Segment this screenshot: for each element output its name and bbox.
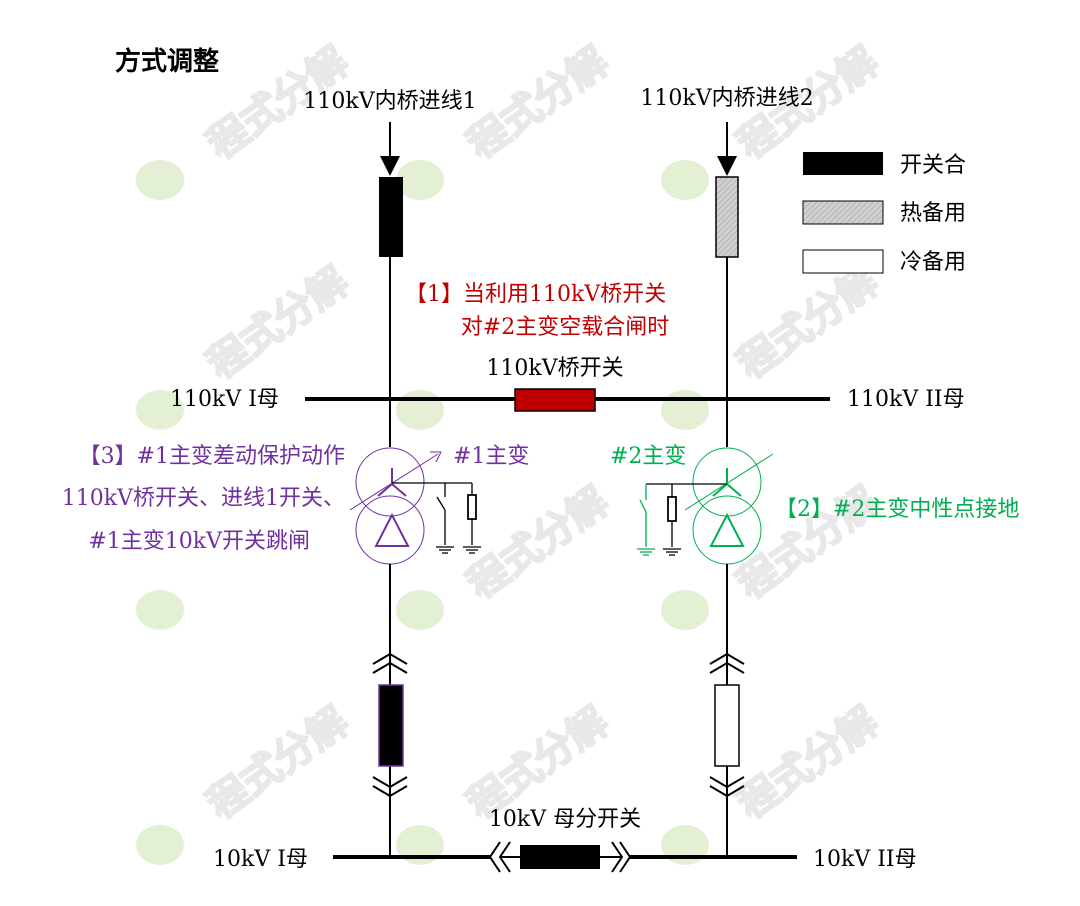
feeder-2-breaker[interactable] [715, 176, 739, 258]
hv-bus-1-label: 110kV I母 [170, 387, 279, 412]
note-1-line-1: 【1】当利用110kV桥开关 [405, 282, 666, 307]
legend: 开关合 热备用 冷备用 [802, 152, 966, 275]
feeder-2-label: 110kV内桥进线2 [640, 86, 813, 111]
legend-hot-swatch [802, 200, 884, 225]
lv-tie-breaker[interactable] [520, 845, 600, 869]
bridge-breaker[interactable] [514, 388, 596, 412]
svg-text:程式分解: 程式分解 [729, 699, 886, 828]
transformer-1-label: #1主变 [453, 444, 529, 469]
lv-tie-chevrons [488, 841, 632, 873]
legend-label: 热备用 [900, 201, 966, 226]
note-3-line-2: 110kV桥开关、进线1开关、 [62, 486, 345, 511]
note-1-line-2: 对#2主变空载合闸时 [461, 315, 669, 340]
transformer-2-label: #2主变 [610, 444, 686, 469]
page-title: 方式调整 [115, 46, 219, 77]
note-3-line-1: 【3】#1主变差动保护动作 [79, 444, 345, 469]
hv-bus-2-label: 110kV II母 [847, 387, 965, 412]
legend-label: 开关合 [900, 153, 966, 178]
note-2: 【2】#2主变中性点接地 [775, 497, 1019, 522]
lv-bus-1-label: 10kV I母 [213, 847, 308, 872]
legend-cold-swatch [802, 249, 884, 274]
lv-breaker-1[interactable] [378, 684, 404, 767]
feeder-1-label: 110kV内桥进线1 [303, 89, 476, 114]
lv-tie-switch-label: 10kV 母分开关 [489, 807, 641, 832]
lv-disconnect-chevrons [372, 652, 745, 798]
svg-text:程式分解: 程式分解 [199, 699, 356, 828]
svg-text:程式分解: 程式分解 [729, 259, 886, 388]
transformer-1-neutral [392, 482, 481, 554]
lv-breaker-2[interactable] [714, 684, 740, 767]
svg-text:程式分解: 程式分解 [459, 39, 616, 168]
transformer-2-neutral [637, 483, 727, 556]
legend-closed-swatch [803, 152, 883, 175]
bridge-switch-label: 110kV桥开关 [486, 356, 623, 381]
lv-bus-2-label: 10kV II母 [813, 847, 917, 872]
svg-text:程式分解: 程式分解 [459, 479, 616, 608]
note-3-line-3: #1主变10kV开关跳闸 [88, 529, 310, 554]
chat-logo-icon [136, 160, 709, 865]
feeder-1-breaker[interactable] [379, 177, 403, 257]
legend-label: 冷备用 [900, 250, 966, 275]
svg-text:程式分解: 程式分解 [199, 259, 356, 388]
